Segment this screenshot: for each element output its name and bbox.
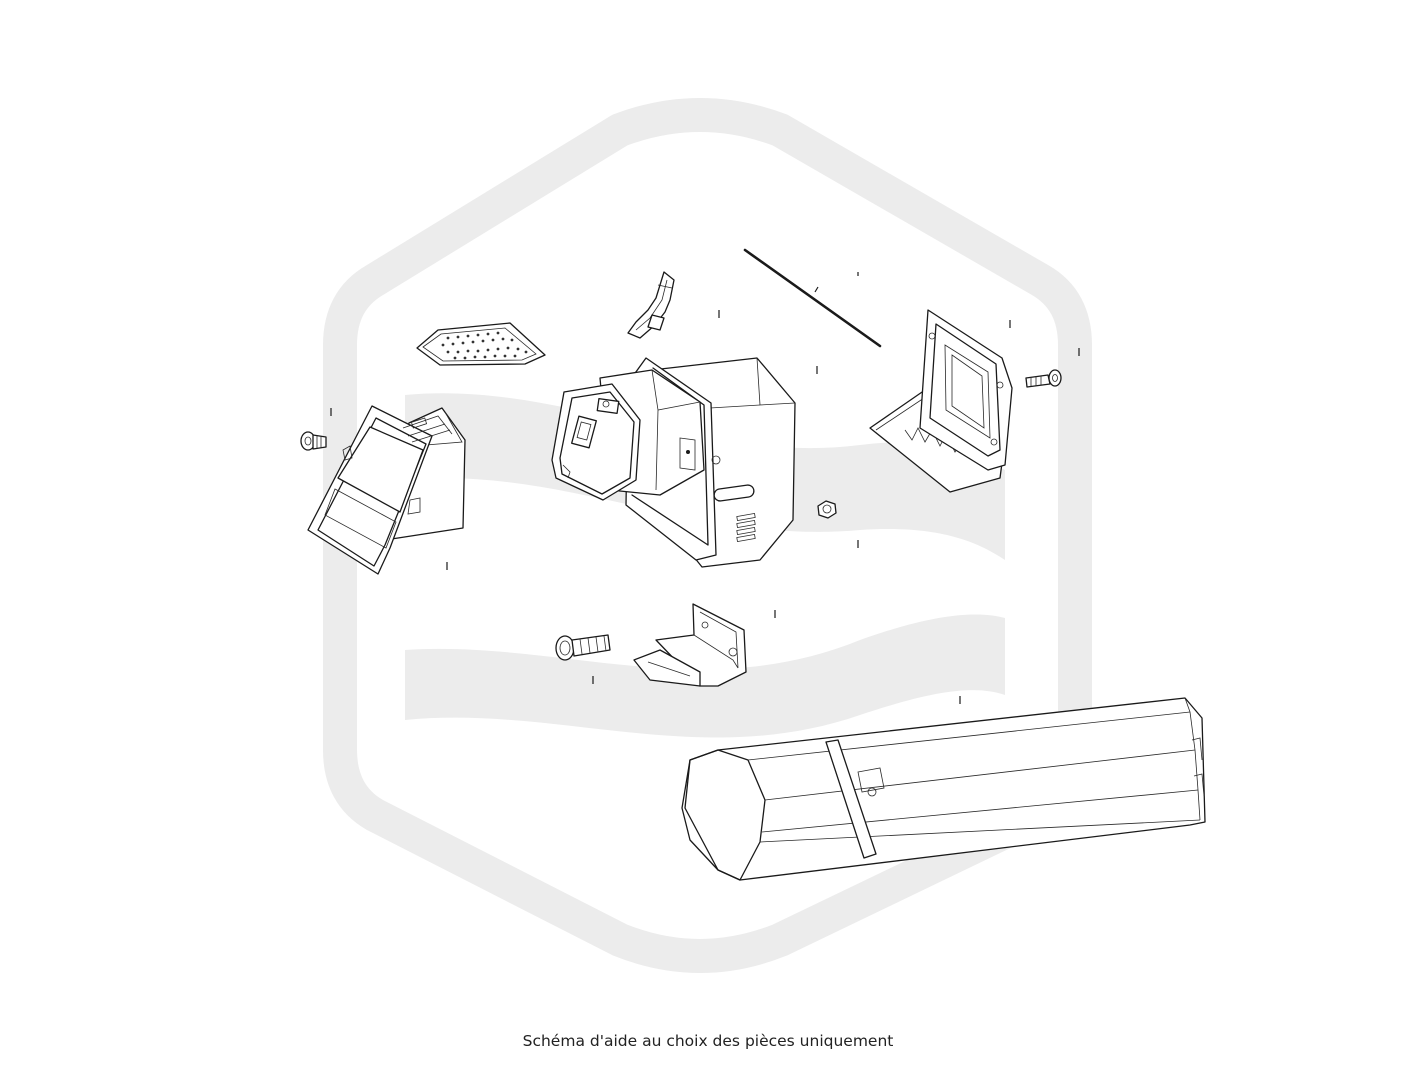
callout-ticks bbox=[330, 272, 1080, 704]
display-bezel bbox=[307, 405, 466, 575]
bracket-clip bbox=[627, 271, 675, 339]
vent-slots bbox=[736, 513, 756, 542]
screw-right bbox=[1025, 369, 1062, 388]
battery-pack bbox=[681, 697, 1206, 881]
bolt-bottom bbox=[555, 634, 611, 661]
main-housing bbox=[551, 357, 796, 568]
diagram-caption: Schéma d'aide au choix des pièces unique… bbox=[522, 1032, 894, 1050]
mounting-bracket bbox=[633, 603, 747, 687]
wire-rod bbox=[743, 248, 882, 348]
mounting-frame bbox=[869, 309, 1013, 493]
screw-left bbox=[300, 431, 327, 451]
nut bbox=[817, 500, 837, 519]
perforated-grille bbox=[416, 322, 546, 366]
